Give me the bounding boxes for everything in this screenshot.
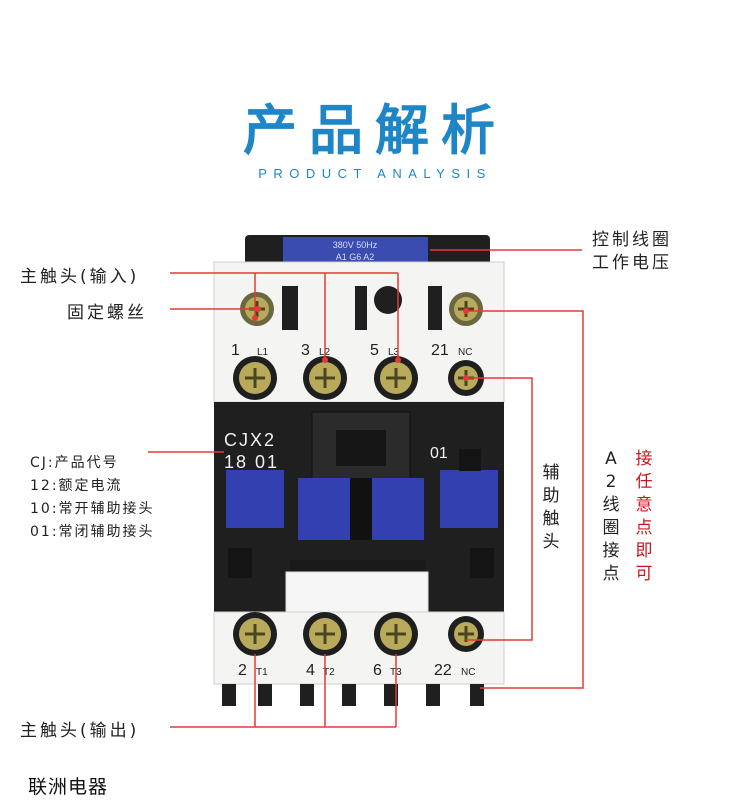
terminal-num: 21 <box>431 342 449 359</box>
blue-block-2 <box>298 478 350 540</box>
coil-label-plate <box>283 237 428 263</box>
aux-code: 01 <box>430 445 448 462</box>
terminal-num: 5 <box>370 342 379 359</box>
terminal-num: 22 <box>434 662 452 679</box>
front-window <box>285 571 429 613</box>
aux-contact-label: 辅助触头 <box>542 463 560 552</box>
terminal-sub: L1 <box>257 347 269 358</box>
model-line-2: 18 01 <box>224 452 279 472</box>
terminal-sub: NC <box>461 667 475 678</box>
bottom-terminal-screws <box>233 612 484 656</box>
any-point-note: 接任意点即可 <box>635 449 653 584</box>
coil-sub-text: A1 G6 A2 <box>336 252 375 262</box>
terminal-num: 1 <box>231 342 240 359</box>
base-feet <box>222 684 484 706</box>
fixing-screw-label: 固定螺丝 <box>67 303 147 323</box>
terminal-num: 6 <box>373 662 382 679</box>
coil-label-text: 380V 50Hz <box>333 240 378 250</box>
terminal-sub: T1 <box>256 667 268 678</box>
legend-item: 12:额定电流 <box>30 478 123 494</box>
model-legend: CJ:产品代号 12:额定电流 10:常开辅助接头 01:常闭辅助接头 <box>30 452 155 544</box>
top-terminal-screws <box>233 356 484 400</box>
terminal-sub: NC <box>458 347 472 358</box>
a2-coil-point-label: A2线圈接点 <box>602 449 620 584</box>
blue-block-1 <box>226 470 284 528</box>
terminal-num: 3 <box>301 342 310 359</box>
coil-voltage-label: 控制线圈工作电压 <box>592 230 672 273</box>
blue-block-4 <box>440 470 498 528</box>
brand-watermark: 联洲电器 <box>28 776 109 798</box>
model-line-1: CJX2 <box>224 430 276 450</box>
leader-lines <box>148 249 584 728</box>
legend-item: CJ:产品代号 <box>30 455 119 471</box>
page-title: 产品解析 <box>243 99 507 162</box>
leader-a2 <box>466 310 584 689</box>
blue-block-3 <box>372 478 424 540</box>
main-contact-input-label: 主触头(输入) <box>20 267 140 287</box>
leader-aux <box>466 377 533 641</box>
terminal-num: 2 <box>238 662 247 679</box>
leader-main-out <box>170 654 397 728</box>
page-subtitle: PRODUCT ANALYSIS <box>258 166 492 181</box>
legend-item: 01:常闭辅助接头 <box>30 524 155 540</box>
main-contact-output-label: 主触头(输出) <box>20 721 140 741</box>
legend-item: 10:常开辅助接头 <box>30 501 155 517</box>
leader-main-in <box>170 272 399 360</box>
terminal-sub: L3 <box>388 347 400 358</box>
terminal-num: 4 <box>306 662 315 679</box>
terminal-sub: T2 <box>323 667 335 678</box>
